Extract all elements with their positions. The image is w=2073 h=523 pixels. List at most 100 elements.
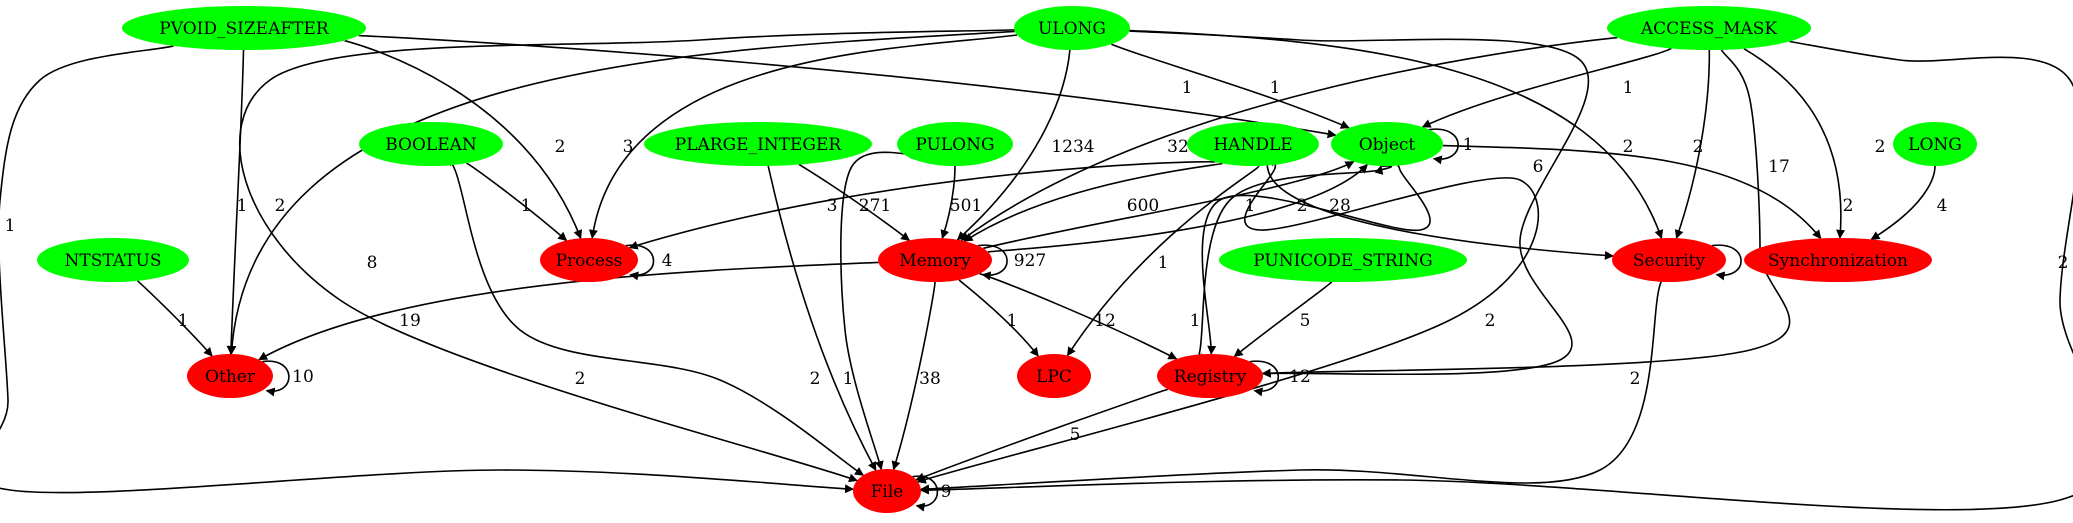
node-process: Process [540, 238, 638, 282]
node-handle: HANDLE [1187, 122, 1319, 166]
node-memory: Memory [878, 238, 992, 282]
edge-line [1261, 49, 1791, 378]
edge-plarge_integer-to-memory: 271 [798, 163, 911, 242]
edge-line [1201, 163, 1431, 355]
node-registry: Registry [1157, 354, 1263, 398]
node-shape [122, 6, 366, 50]
edge-access_mask-to-security: 2 [1674, 49, 1711, 240]
edge-label: 2 [1297, 196, 1308, 216]
node-security: Security [1612, 238, 1726, 282]
edge-label: 1 [237, 196, 248, 216]
node-label: ACCESS_MASK [1640, 19, 1778, 39]
edge-label: 8 [367, 253, 378, 273]
edge-label: 1 [1182, 78, 1193, 98]
edge-label: 271 [859, 196, 891, 216]
node-label: LPC [1036, 367, 1072, 387]
edge-line [0, 45, 854, 494]
edge-pvoid_sizeafter-to-process: 2 [343, 39, 582, 240]
node-label: NTSTATUS [65, 251, 162, 271]
node-shape [878, 238, 992, 282]
edge-ulong-to-object: 1 [1111, 43, 1350, 129]
edge-label: 1 [1245, 196, 1256, 216]
node-label: LONG [1908, 135, 1962, 155]
edge-line [1066, 165, 1260, 357]
node-ntstatus: NTSTATUS [37, 238, 189, 282]
edge-label: 1 [1270, 78, 1281, 98]
edge-access_mask-to-memory: 32 [960, 36, 1618, 242]
edge-label: 1 [178, 311, 189, 331]
edge-access_mask-to-synchronization: 2 [1743, 48, 1886, 239]
edge-line [1442, 144, 1822, 240]
edge-label: 4 [1937, 196, 1948, 216]
edge-handle-to-memory: 600 [963, 162, 1223, 242]
node-pulong: PULONG [897, 122, 1013, 166]
edge-label: 1 [1190, 311, 1201, 331]
edge-label: 12 [1289, 367, 1311, 387]
edge-line [956, 49, 1071, 241]
edge-label: 1 [521, 196, 532, 216]
edge-object-to-synchronization: 2 [1442, 144, 1853, 240]
edge-memory-to-object: 28 [987, 163, 1368, 253]
edge-line [1711, 244, 1742, 281]
node-shape [37, 238, 189, 282]
edge-ulong-to-file: 8 [238, 29, 1015, 483]
node-label: PUNICODE_STRING [1253, 251, 1433, 271]
edge-label: 12 [1094, 311, 1116, 331]
edge-label: 1 [1463, 135, 1474, 155]
edge-boolean-to-file: 2 [447, 155, 865, 476]
edge-pulong-to-memory: 501 [940, 165, 982, 240]
edge-ulong-to-memory: 1234 [956, 49, 1095, 241]
edge-memory-to-lpc: 1 [958, 279, 1039, 357]
edge-line [1421, 47, 1672, 128]
edge-handle-to-security: 2 [1266, 165, 1614, 260]
edge-ulong-to-security: 2 [1129, 29, 1664, 240]
edge-line [920, 40, 2073, 511]
edge-process-to-process: 4 [625, 244, 672, 281]
node-label: ULONG [1038, 19, 1106, 39]
edge-line [136, 280, 213, 357]
node-shape [1607, 6, 1811, 50]
node-shape [187, 354, 273, 398]
edge-access_mask-to-file: 2 [920, 40, 2073, 511]
edge-label: 2 [810, 369, 821, 389]
edge-label: 2 [1630, 369, 1641, 389]
edge-label: 2 [1875, 137, 1886, 157]
edge-label: 1 [1623, 78, 1634, 98]
node-label: Other [205, 367, 256, 387]
edge-line [1233, 281, 1333, 358]
edge-line [447, 155, 865, 476]
node-shape [1017, 354, 1091, 398]
edge-label: 1 [1158, 253, 1169, 273]
edge-label: 2 [1623, 137, 1634, 157]
edge-label: 2 [1693, 137, 1704, 157]
edge-label: 927 [1014, 251, 1046, 271]
node-boolean: BOOLEAN [359, 122, 503, 166]
edge-boolean-to-process: 1 [466, 162, 568, 242]
node-label: Security [1633, 251, 1706, 271]
edge-line [963, 162, 1223, 242]
edge-line [466, 162, 568, 242]
edge-label: 19 [399, 311, 421, 331]
node-shape [897, 122, 1013, 166]
edge-line [625, 244, 655, 281]
edge-pvoid_sizeafter-to-object: 1 [357, 34, 1337, 139]
node-label: HANDLE [1213, 135, 1292, 155]
edge-line [979, 272, 1178, 360]
edge-line [987, 163, 1368, 253]
edge-line [920, 269, 1666, 494]
edge-label: 1 [1007, 311, 1018, 331]
edge-handle-to-process: 3 [628, 160, 1217, 250]
edge-memory-to-memory: 927 [977, 244, 1046, 281]
edge-label: 1234 [1051, 137, 1094, 157]
edge-label: 5 [1300, 311, 1311, 331]
edge-label: 6 [1533, 157, 1544, 177]
edge-line [262, 360, 290, 397]
edge-label: 2 [555, 137, 566, 157]
edge-line [1743, 48, 1846, 239]
node-label: PULONG [915, 135, 994, 155]
edge-file-to-file: 9 [912, 475, 951, 512]
node-ulong: ULONG [1014, 6, 1130, 50]
node-label: BOOLEAN [385, 135, 477, 155]
